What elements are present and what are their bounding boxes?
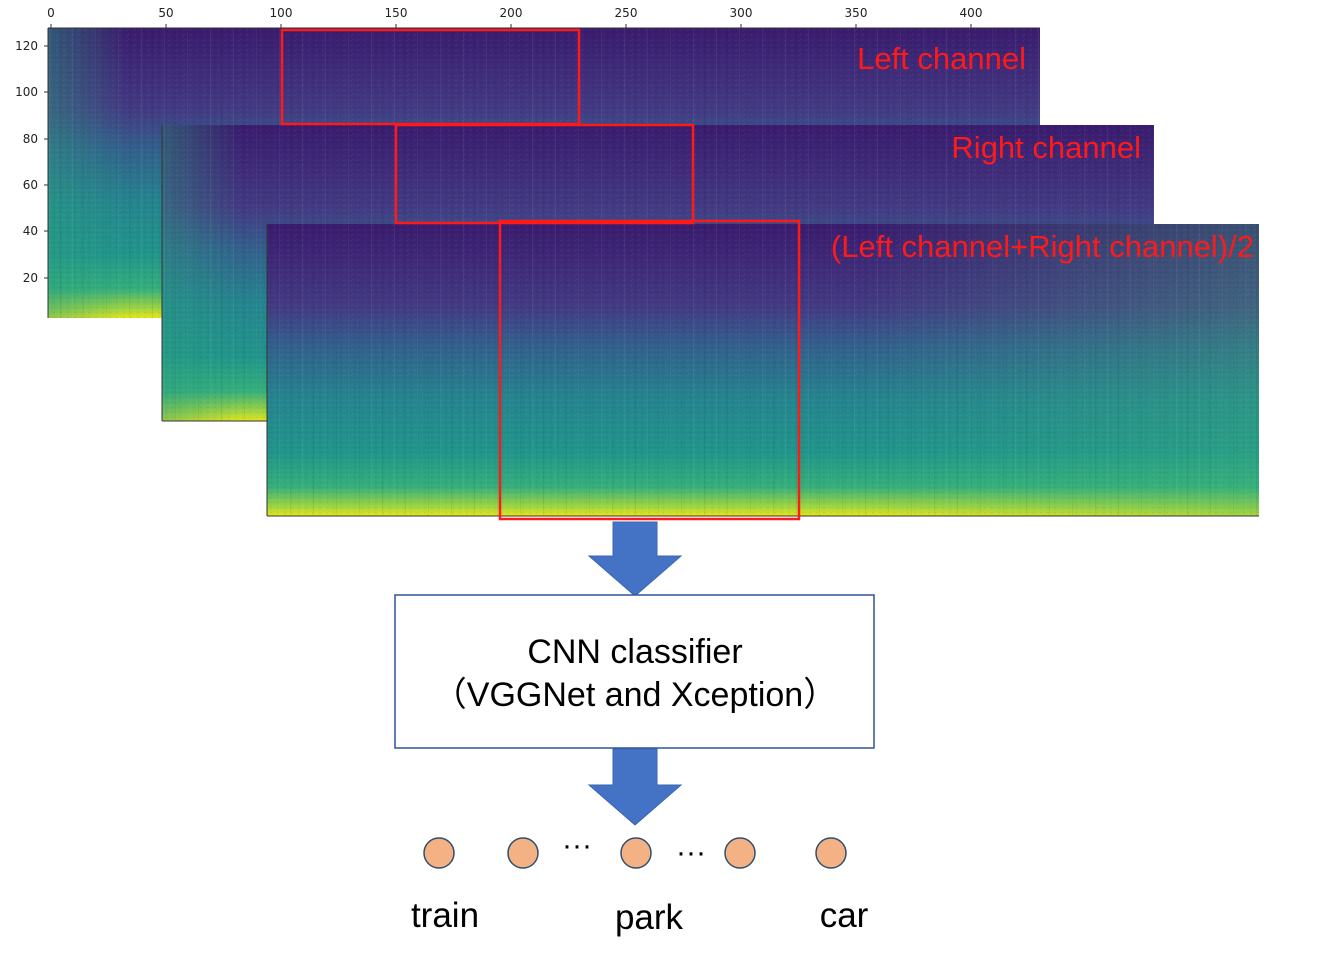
y-tick: 40 [23, 224, 48, 238]
y-axis: 120 100 80 60 40 20 [15, 39, 48, 285]
y-tick: 20 [23, 271, 48, 285]
output-node [507, 837, 539, 869]
x-tick-label: 50 [158, 6, 173, 20]
y-tick: 100 [15, 85, 48, 99]
y-tick-label: 20 [23, 271, 38, 285]
x-tick-label: 250 [615, 6, 638, 20]
output-node [423, 837, 455, 869]
x-tick: 350 [845, 6, 868, 28]
classifier-title: CNN classifier [527, 633, 742, 671]
ellipsis-right: ··· [676, 836, 706, 869]
x-tick: 150 [385, 6, 408, 28]
y-tick: 80 [23, 132, 48, 146]
class-label-car: car [820, 896, 869, 935]
left-channel-label: Left channel [857, 41, 1026, 76]
x-tick: 0 [47, 6, 55, 28]
x-tick: 100 [270, 6, 293, 28]
average-channel-label: (Left channel+Right channel)/2 [831, 229, 1254, 264]
x-tick-label: 100 [270, 6, 293, 20]
class-label-train: train [411, 896, 479, 935]
down-arrow-icon [587, 521, 683, 597]
x-tick: 250 [615, 6, 638, 28]
x-tick: 400 [960, 6, 983, 28]
y-tick-label: 60 [23, 178, 38, 192]
output-node [815, 837, 847, 869]
classifier-subtitle: （VGGNet and Xception） [433, 676, 837, 714]
down-arrow-icon [587, 748, 683, 826]
output-node [724, 837, 756, 869]
highlight-box-right [394, 123, 695, 225]
x-tick-label: 150 [385, 6, 408, 20]
output-nodes: ··· ··· [423, 829, 847, 869]
x-tick-label: 200 [500, 6, 523, 20]
class-label-park: park [615, 898, 684, 937]
y-tick-label: 120 [15, 39, 38, 53]
ellipsis-left: ··· [562, 829, 592, 862]
x-tick: 50 [158, 6, 174, 28]
y-tick-label: 40 [23, 224, 38, 238]
highlight-box-average [498, 219, 801, 521]
x-tick-label: 300 [730, 6, 753, 20]
y-tick: 60 [23, 178, 48, 192]
y-tick-label: 100 [15, 85, 38, 99]
output-node [620, 837, 652, 869]
spectrogram-average [266, 224, 1259, 517]
x-axis: 0 50 100 150 200 250 300 350 [47, 6, 982, 28]
x-tick-label: 350 [845, 6, 868, 20]
cnn-classifier-box: CNN classifier （VGGNet and Xception） [394, 594, 875, 749]
x-tick-label: 0 [47, 6, 55, 20]
right-channel-label: Right channel [951, 130, 1141, 165]
x-tick-label: 400 [960, 6, 983, 20]
y-tick-label: 80 [23, 132, 38, 146]
y-tick: 120 [15, 39, 48, 53]
x-tick: 300 [730, 6, 753, 28]
x-tick: 200 [500, 6, 523, 28]
